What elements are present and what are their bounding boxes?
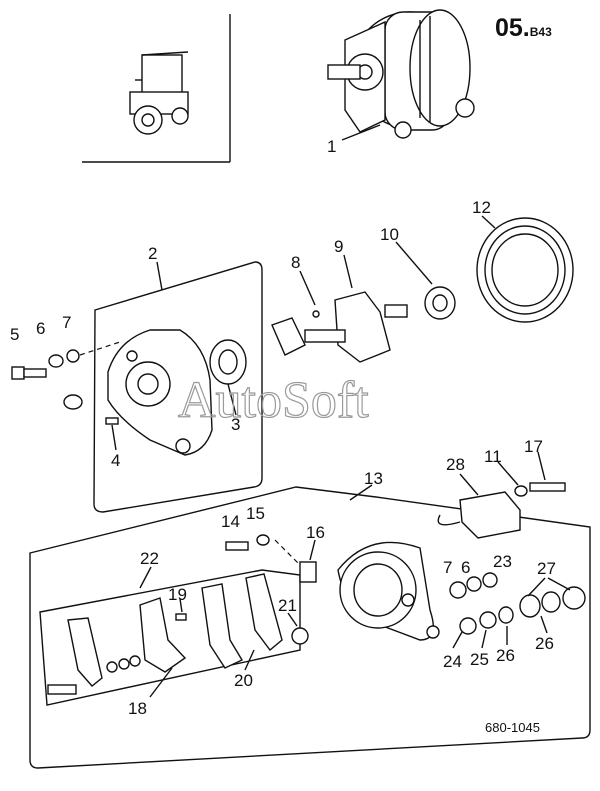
tractor-thumbnail [82,14,231,163]
callout-7: 7 [62,313,71,332]
callout-26: 26 [496,646,515,665]
callout-13: 13 [364,469,383,488]
reference-number: 680-1045 [485,720,540,735]
callout-21: 21 [278,596,297,615]
callout-11: 11 [484,447,502,466]
callout-5: 5 [10,325,19,344]
callout-25: 25 [470,650,489,669]
callout-20: 20 [234,671,253,690]
page-code-suffix: B43 [529,25,552,39]
callout-23: 23 [493,552,512,571]
callout-8: 8 [291,253,300,272]
callout-18: 18 [128,699,147,718]
leader-lines [111,124,571,698]
callout-4: 4 [111,451,120,470]
callout-6b: 6 [461,558,470,577]
callout-24: 24 [443,652,462,671]
callout-1: 1 [327,137,336,156]
watermark-text: AutoSoft [178,372,369,429]
callout-14: 14 [221,512,240,531]
callout-22: 22 [140,549,159,568]
callout-19: 19 [168,585,187,604]
callout-15: 15 [246,504,265,523]
rotor-group [271,286,456,363]
page-code: 05.B43 [495,14,552,43]
regulator-part [437,482,566,539]
callout-28: 28 [446,455,465,474]
callout-16: 16 [306,523,325,542]
stator-part [476,217,574,323]
callout-26b: 26 [535,634,554,653]
callout-2: 2 [148,244,157,263]
callout-10: 10 [380,225,399,244]
part-13-group [29,486,591,769]
callout-12: 12 [472,198,491,217]
page-code-main: 05. [495,14,530,42]
part-2-group [93,261,263,513]
alternator-assembly [327,9,475,139]
callout-9: 9 [334,237,343,256]
callout-3: 3 [231,415,240,434]
callout-7b: 7 [443,558,452,577]
callout-6: 6 [36,319,45,338]
callout-17: 17 [524,437,543,456]
callout-27: 27 [537,559,556,578]
bolt-washer-set-left [11,341,121,410]
small-parts-set [47,534,586,695]
